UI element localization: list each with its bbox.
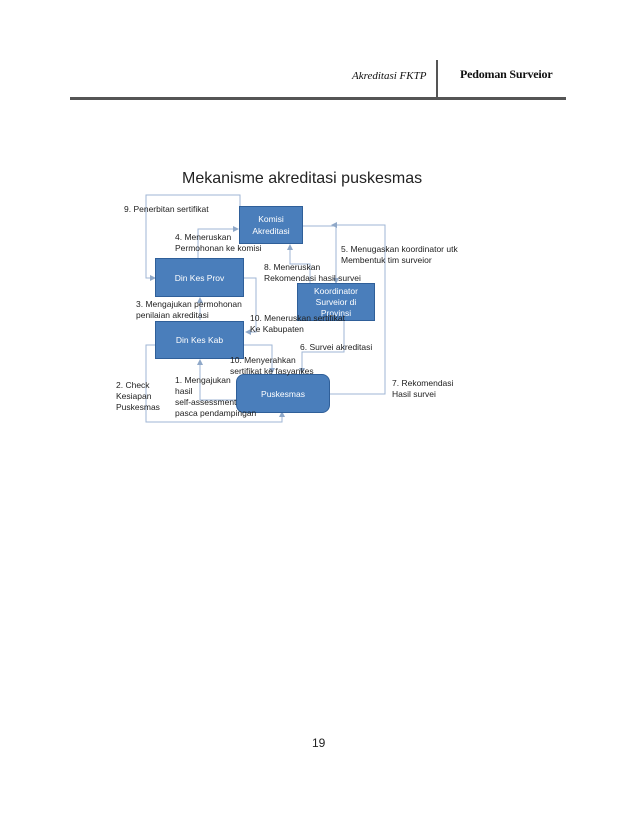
arrow-2 — [145, 344, 285, 423]
node-puskesmas: Puskesmas — [236, 374, 330, 413]
label-1: 1. Mengajukan hasil self-assessment pasc… — [175, 375, 257, 418]
arrow-6 — [299, 321, 345, 374]
node-dinkes-kab: Din Kes Kab — [155, 321, 244, 359]
label-10a: 10. Meneruskan sertifikat Ke Kabupaten — [250, 313, 345, 334]
header-section-title: Pedoman Surveior — [460, 67, 553, 81]
arrow-8 — [287, 244, 311, 283]
label-6: 6. Survei akreditasi — [300, 342, 373, 352]
label-7: 7. Rekomendasi Hasil survei — [392, 378, 454, 399]
node-koordinator-surveior: Koordinator Surveior di Provinsi — [297, 283, 375, 321]
label-2: 2. Check Kesiapan Puskesmas — [116, 380, 160, 412]
header-doc-title: Akreditasi FKTP — [352, 70, 427, 82]
arrow-1 — [197, 359, 236, 401]
label-9: 9. Penerbitan sertifikat — [124, 204, 209, 214]
label-3: 3. Mengajukan permohonan penilaian akred… — [136, 299, 242, 320]
page-number: 19 — [312, 736, 326, 750]
node-dinkes-prov: Din Kes Prov — [155, 258, 244, 297]
diagram-title: Mekanisme akreditasi puskesmas — [182, 170, 423, 187]
arrow-10a — [244, 277, 257, 335]
label-10b: 10. Menyerahkan sertifikat ke fasyankes — [230, 355, 314, 376]
label-4: 4. Meneruskan Permohonan ke komisi — [175, 232, 262, 253]
arrow-7 — [330, 222, 386, 395]
header-divider-vertical — [436, 60, 438, 98]
header-rule — [70, 97, 566, 100]
arrow-9 — [145, 194, 241, 281]
arrow-4 — [197, 226, 239, 258]
node-komisi-akreditasi: Komisi Akreditasi — [239, 206, 303, 244]
label-5: 5. Menugaskan koordinator utk Membentuk … — [341, 244, 458, 265]
arrow-10b — [244, 344, 275, 374]
label-8: 8. Meneruskan Rekomendasi hasil survei — [264, 262, 361, 283]
